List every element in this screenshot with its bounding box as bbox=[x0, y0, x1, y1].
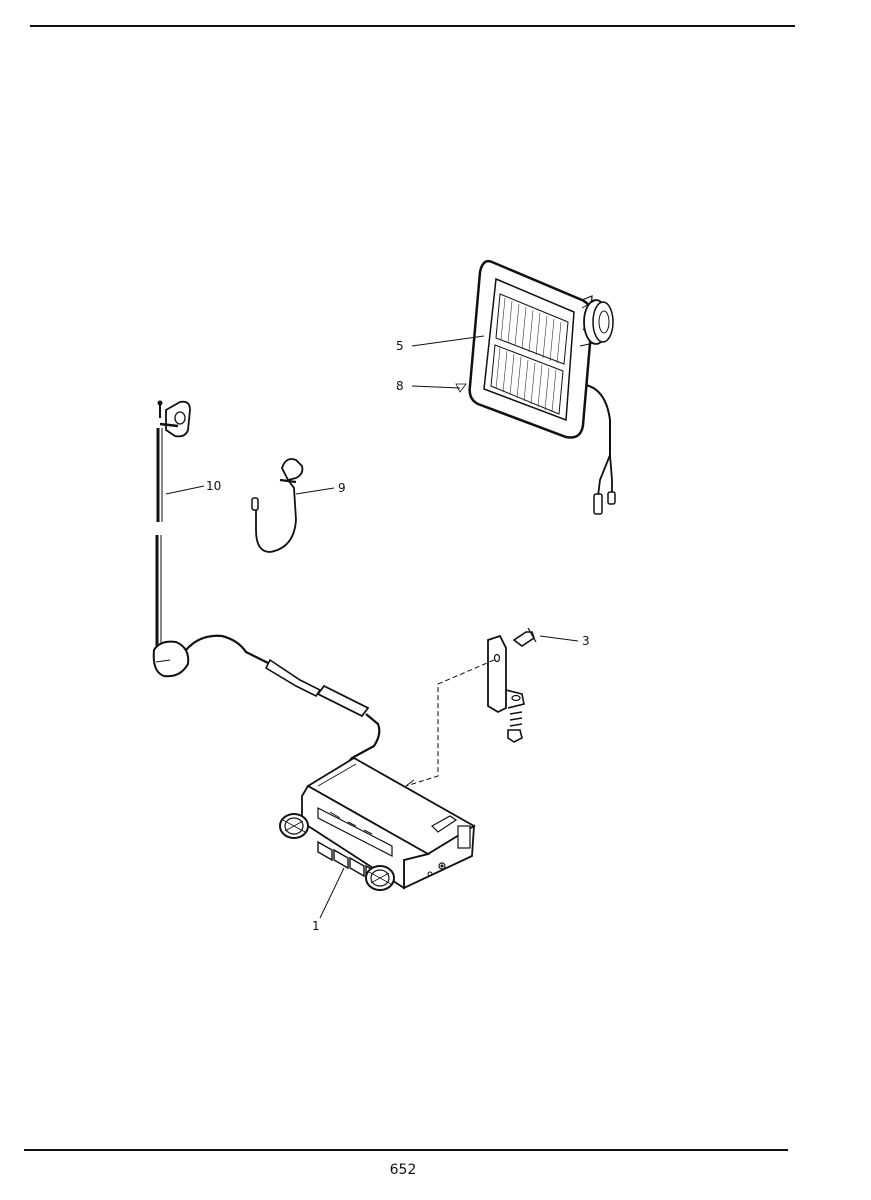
speaker-assembly bbox=[468, 259, 616, 515]
callout-5: 5 bbox=[396, 339, 404, 353]
callout-9: 9 bbox=[338, 481, 346, 495]
mounting-bracket bbox=[405, 627, 537, 787]
callout-8: 8 bbox=[396, 379, 404, 393]
radio-receiver bbox=[279, 756, 476, 891]
callout-10: 10 bbox=[206, 479, 221, 493]
suppressor-lead bbox=[251, 458, 304, 553]
page-number: 652 bbox=[389, 1162, 417, 1178]
callout-leaders bbox=[165, 335, 579, 919]
antenna-assembly bbox=[152, 400, 381, 773]
callout-3: 3 bbox=[582, 634, 590, 648]
callout-1: 1 bbox=[312, 919, 320, 933]
